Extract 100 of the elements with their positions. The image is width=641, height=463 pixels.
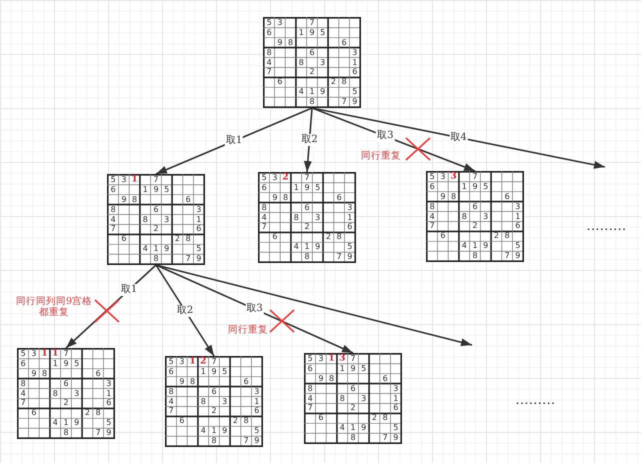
sudoku-digit: 7 (304, 174, 310, 182)
sudoku-digit: 8 (52, 390, 58, 398)
sudoku-digit: 6 (121, 235, 126, 244)
sudoku-digit: 1 (153, 245, 159, 254)
sudoku-digit: 1 (52, 349, 58, 358)
sudoku-digit: 6 (318, 414, 324, 422)
sudoku-digit: 8 (20, 380, 26, 388)
sudoku-digit: 4 (462, 242, 467, 250)
sudoku-digit: 7 (342, 98, 347, 106)
sudoku-digit: 1 (472, 242, 478, 250)
sudoku-digit: 2 (200, 357, 206, 366)
sudoku-digit: 8 (350, 434, 356, 442)
sudoku-digit: 9 (254, 437, 260, 446)
sudoku-digit: 9 (350, 364, 356, 373)
sudoku-grid (304, 353, 402, 444)
sudoku-digit: 8 (472, 252, 478, 260)
sudoku-digit: 9 (304, 184, 310, 192)
sudoku-digit: 5 (352, 88, 358, 96)
sudoku-digit: 5 (110, 176, 116, 184)
sudoku-digit: 2 (309, 68, 315, 76)
sudoku-digit: 9 (196, 255, 202, 264)
sudoku-digit: 2 (232, 417, 238, 426)
sudoku-digit: 8 (336, 233, 342, 242)
sudoku-digit: 9 (106, 429, 112, 438)
sudoku-digit: 8 (309, 98, 315, 106)
sudoku-digit: 5 (20, 350, 26, 358)
sudoku-digit: 9 (272, 194, 278, 202)
sudoku-digit: 8 (142, 216, 148, 224)
sudoku-digit: 3 (196, 206, 202, 214)
arrow (156, 107, 312, 175)
sudoku-digit: 9 (320, 88, 326, 96)
sudoku-digit: 6 (272, 233, 278, 242)
sudoku-digit: 8 (283, 194, 288, 202)
sudoku-digit: 8 (308, 384, 313, 393)
sudoku-digit: 8 (288, 38, 294, 47)
sudoku-digit: 9 (318, 374, 324, 383)
sudoku-digit: 1 (189, 357, 196, 366)
sudoku-digit: 3 (515, 202, 520, 211)
sudoku-digit: 1 (196, 216, 202, 224)
sudoku-digit: 6 (336, 194, 342, 202)
sudoku-digit: 3 (483, 212, 488, 220)
arrow (312, 107, 476, 172)
sudoku-digit: 3 (254, 388, 260, 396)
sudoku-digit: 4 (110, 216, 116, 224)
sudoku-digit: 5 (315, 184, 320, 192)
sudoku-digit: 2 (330, 78, 336, 86)
sudoku-digit: 7 (336, 253, 342, 262)
sudoku-digit: 5 (168, 358, 174, 366)
sudoku-digit: 1 (142, 186, 148, 194)
sudoku-digit: 6 (262, 184, 267, 192)
sudoku-digit: 4 (308, 394, 313, 402)
sudoku-digit: 9 (164, 245, 170, 254)
sudoku-digit: 3 (361, 394, 366, 402)
ellipsis-text: ......... (587, 224, 627, 232)
sudoku-digit: 6 (196, 225, 202, 234)
sudoku-digit: 7 (472, 172, 478, 181)
sudoku-grid (426, 171, 524, 262)
sudoku-digit: 8 (42, 370, 48, 378)
sudoku-grid (263, 17, 361, 108)
sudoku-digit: 1 (52, 360, 58, 368)
sudoku-digit: 6 (20, 360, 26, 368)
sudoku-digit: 5 (393, 424, 398, 432)
sudoku-digit: 3 (450, 172, 457, 182)
sudoku-digit: 1 (41, 349, 48, 358)
sudoku-digit: 2 (63, 399, 69, 408)
sudoku-digit: 4 (142, 245, 148, 254)
sudoku-digit: 3 (440, 172, 446, 181)
edge-label: 取2 (176, 304, 194, 316)
sudoku-digit: 5 (320, 28, 326, 37)
sudoku-digit: 5 (196, 245, 202, 254)
sudoku-digit: 3 (164, 216, 170, 224)
sudoku-digit: 7 (186, 255, 191, 264)
sudoku-digit: 7 (211, 358, 217, 366)
sudoku-digit: 8 (153, 255, 159, 264)
sudoku-digit: 8 (190, 378, 196, 386)
sudoku-digit: 8 (298, 58, 304, 66)
sudoku-digit: 1 (63, 419, 69, 428)
sudoku-digit: 6 (308, 364, 313, 373)
sudoku-digit: 6 (350, 384, 356, 393)
sudoku-digit: 5 (164, 186, 170, 194)
sudoku-digit: 3 (339, 354, 346, 364)
sudoku-digit: 1 (393, 394, 398, 402)
sudoku-digit: 9 (63, 360, 69, 368)
sudoku-digit: 7 (504, 252, 510, 260)
edge-label: 取1 (224, 135, 244, 147)
sudoku-digit: 2 (326, 233, 331, 242)
sudoku-grid (258, 172, 356, 263)
sudoku-digit: 1 (298, 28, 304, 37)
annotation-text: 同行重复 (228, 324, 268, 336)
edge-label: 取2 (300, 134, 319, 146)
sudoku-digit: 9 (352, 98, 358, 106)
sudoku-digit: 3 (352, 48, 358, 57)
sudoku-digit: 9 (121, 196, 126, 204)
sudoku-digit: 9 (393, 434, 398, 442)
sudoku-digit: 6 (31, 409, 36, 418)
sudoku-digit: 1 (200, 368, 206, 376)
sudoku-digit: 8 (168, 388, 174, 396)
edge-label: 取3 (245, 303, 264, 315)
sudoku-digit: 9 (515, 252, 520, 260)
sudoku-digit: 4 (266, 58, 272, 66)
